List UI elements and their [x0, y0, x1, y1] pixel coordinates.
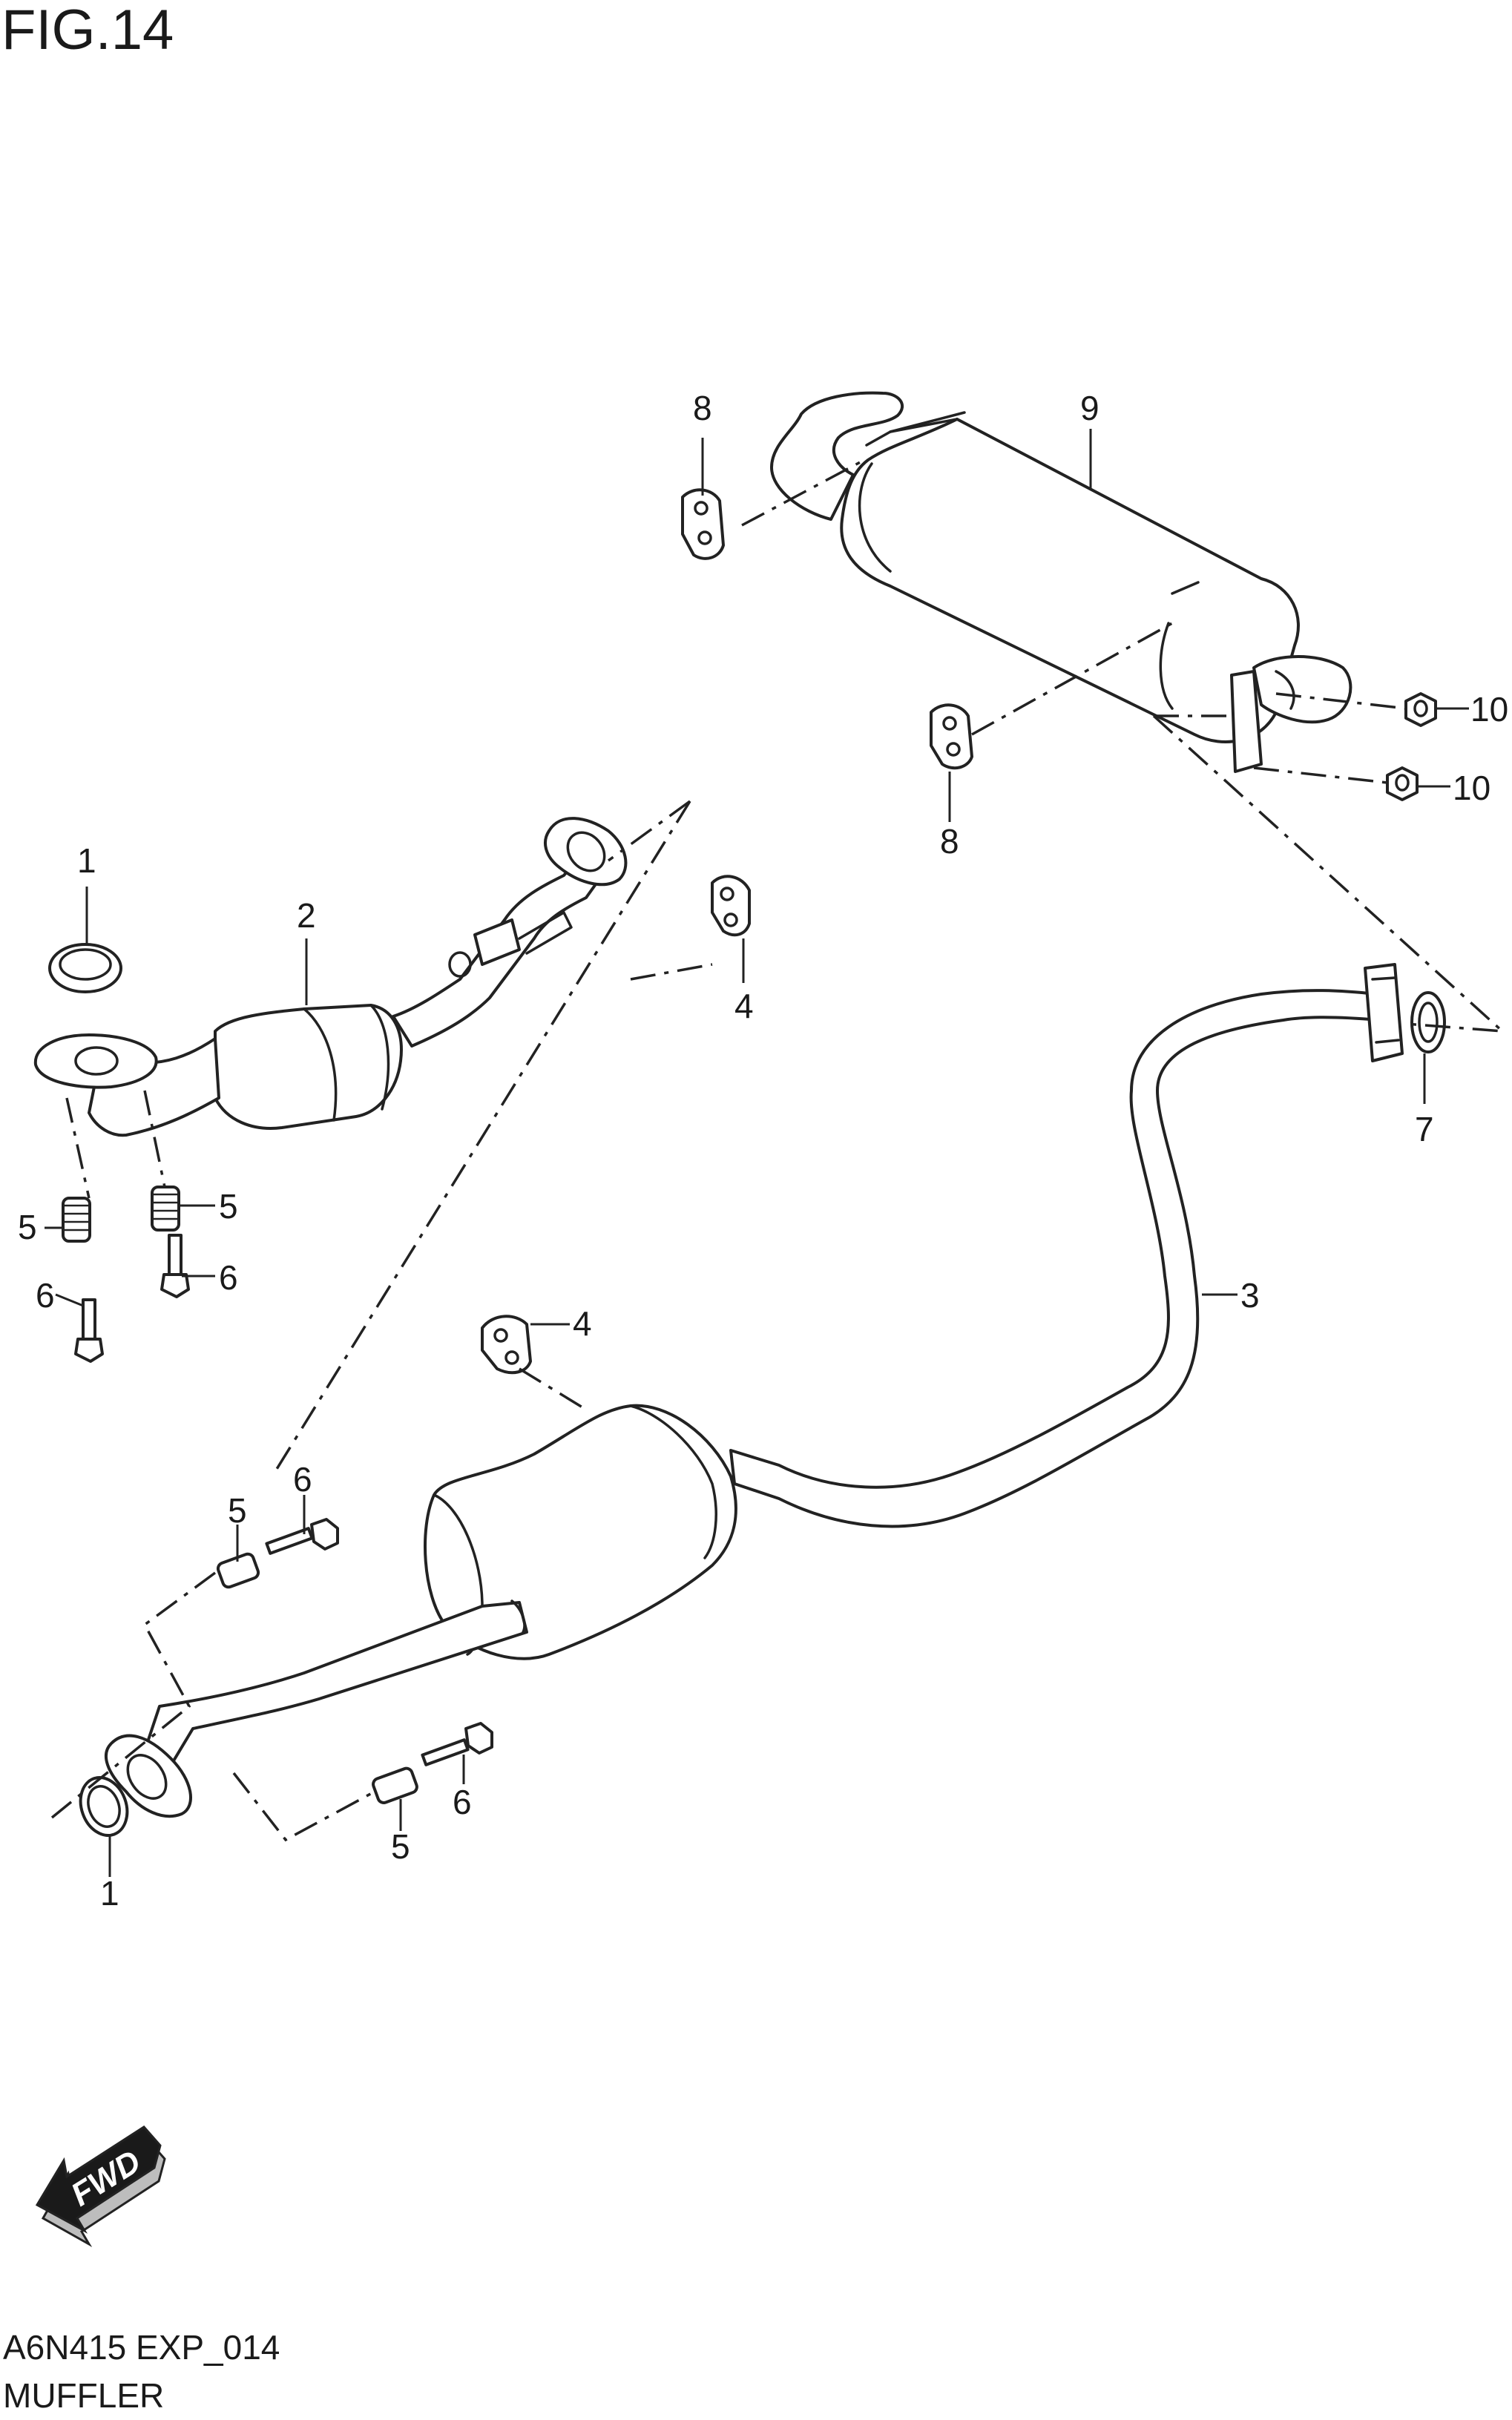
callout-10: 10	[1470, 690, 1508, 729]
part-10-nut-lower	[1386, 766, 1419, 801]
callout-7: 7	[1415, 1110, 1434, 1148]
callout-5: 5	[219, 1187, 238, 1226]
assembly-lines	[50, 458, 1506, 1842]
callout-6: 6	[293, 1460, 312, 1499]
part-4-mount-lower	[481, 1315, 532, 1375]
part-5-spring-b	[151, 1186, 180, 1232]
callout-4: 4	[734, 987, 754, 1025]
part-6-bolt-d	[421, 1722, 493, 1766]
part-6-bolt-b	[160, 1234, 190, 1298]
part-7-gasket	[1410, 991, 1446, 1053]
part-6-bolt-c	[265, 1518, 339, 1555]
fwd-arrow-icon: FWD	[35, 2125, 166, 2248]
callout-9: 9	[1080, 389, 1100, 427]
callout-5: 5	[228, 1491, 247, 1530]
callout-4: 4	[573, 1304, 592, 1343]
part-5-spring-d	[372, 1766, 418, 1804]
callout-10: 10	[1453, 769, 1490, 807]
callout-3: 3	[1240, 1276, 1260, 1315]
part-2-front-pipe-catalytic	[33, 817, 628, 1137]
part-1-gasket-lower	[79, 1776, 129, 1837]
part-1-gasket-upper	[48, 943, 122, 993]
callout-1: 1	[77, 841, 96, 880]
diagram-name: MUFFLER	[3, 2376, 164, 2415]
callout-5: 5	[18, 1208, 37, 1246]
figure-title: FIG.14	[1, 0, 174, 62]
callout-6: 6	[36, 1276, 55, 1315]
part-10-nut-upper	[1404, 692, 1437, 727]
diagram-code: A6N415 EXP_014	[3, 2328, 280, 2367]
part-8-mount-lower	[930, 703, 973, 770]
callouts: 1 1 2 3 4 4 5 5 5 5 6 6 6 6 7 8 8 9 10 1…	[18, 389, 1508, 1913]
callout-5: 5	[391, 1827, 410, 1866]
callout-6: 6	[219, 1258, 238, 1297]
leader-lines	[45, 429, 1469, 1877]
callout-8: 8	[940, 822, 959, 861]
callout-1: 1	[100, 1874, 119, 1913]
part-5-spring-c	[216, 1552, 260, 1589]
callout-2: 2	[297, 896, 316, 935]
callout-6: 6	[453, 1783, 472, 1821]
part-9-rear-muffler	[770, 391, 1352, 773]
part-6-bolt-a	[74, 1298, 104, 1363]
part-5-spring-a	[62, 1197, 91, 1243]
part-4-mount-upper	[711, 875, 751, 937]
part-8-mount-upper	[681, 488, 725, 560]
callout-8: 8	[693, 389, 712, 427]
